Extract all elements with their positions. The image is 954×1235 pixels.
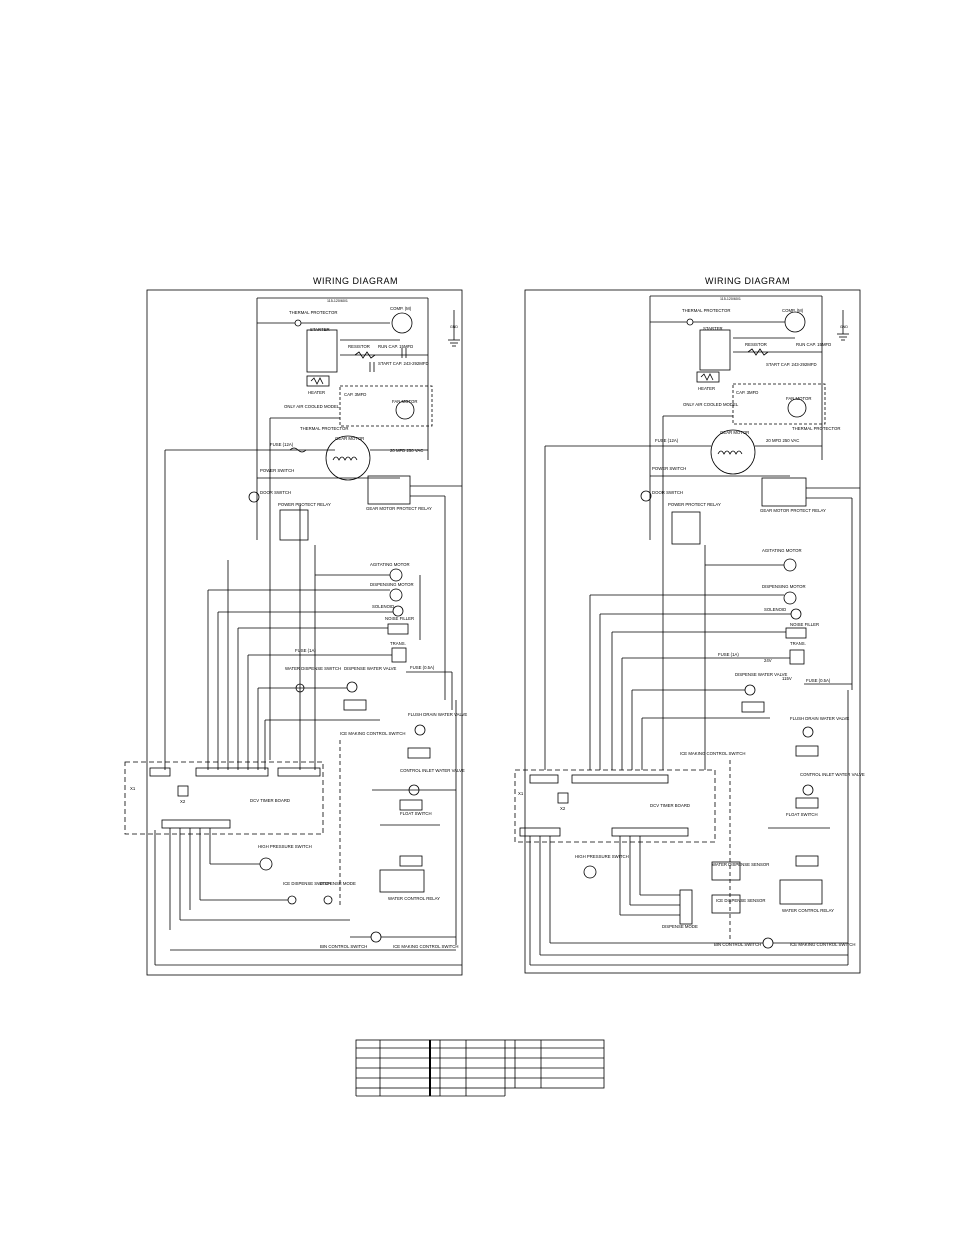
svg-text:POWER SWITCH: POWER SWITCH: [652, 466, 686, 471]
svg-text:SOLENOID: SOLENOID: [764, 607, 786, 612]
svg-text:HEATER: HEATER: [698, 386, 715, 391]
svg-text:FLUSH DRAIN WATER VALVE: FLUSH DRAIN WATER VALVE: [790, 716, 849, 721]
svg-text:ICE DISPENSE SWITCH: ICE DISPENSE SWITCH: [283, 881, 331, 886]
svg-text:STARTER: STARTER: [310, 327, 330, 332]
svg-text:COMP. (M): COMP. (M): [390, 306, 412, 311]
svg-text:STARTER: STARTER: [703, 326, 723, 331]
svg-text:FLUSH DRAIN WATER VALVE: FLUSH DRAIN WATER VALVE: [408, 712, 467, 717]
svg-text:DISPENSE MODE: DISPENSE MODE: [662, 924, 698, 929]
svg-text:FAN MOTOR: FAN MOTOR: [786, 396, 811, 401]
svg-text:HEATER: HEATER: [308, 390, 325, 395]
svg-text:GEAR MOTOR PROTECT RELAY: GEAR MOTOR PROTECT RELAY: [366, 506, 432, 511]
svg-text:X1: X1: [130, 786, 136, 791]
svg-text:POWER PROTECT RELAY: POWER PROTECT RELAY: [668, 502, 721, 507]
svg-text:RESISTOR: RESISTOR: [348, 344, 370, 349]
svg-text:FAN MOTOR: FAN MOTOR: [392, 399, 417, 404]
svg-text:ICE DISPENSE SENSOR: ICE DISPENSE SENSOR: [716, 898, 765, 903]
diagram-title-left: WIRING DIAGRAM: [313, 276, 398, 286]
svg-text:NOISE FILLER: NOISE FILLER: [790, 622, 819, 627]
svg-text:RUN CAP. 15MFD: RUN CAP. 15MFD: [796, 342, 831, 347]
svg-text:AGITATING MOTOR: AGITATING MOTOR: [762, 548, 802, 553]
svg-text:ONLY AIR COOLED MODEL: ONLY AIR COOLED MODEL: [284, 404, 340, 409]
svg-text:CONTROL INLET WATER VALVE: CONTROL INLET WATER VALVE: [400, 768, 465, 773]
voltage-label-right: 115-120/60/1: [720, 297, 741, 301]
svg-text:DISPENSE WATER VALVE: DISPENSE WATER VALVE: [735, 672, 788, 677]
svg-text:CAP. 3MFD: CAP. 3MFD: [736, 390, 758, 395]
svg-text:FUSE (1A): FUSE (1A): [295, 648, 316, 653]
svg-text:WATER CONTROL RELAY: WATER CONTROL RELAY: [388, 896, 440, 901]
svg-text:POWER PROTECT RELAY: POWER PROTECT RELAY: [278, 502, 331, 507]
svg-text:HIGH PRESSURE SWITCH: HIGH PRESSURE SWITCH: [258, 844, 312, 849]
svg-text:THERMAL PROTECTOR: THERMAL PROTECTOR: [792, 426, 840, 431]
wiring-diagram-right: WIRING DIAGRAM 115-120/60/1 GND THERMAL …: [514, 276, 865, 974]
svg-text:ONLY AIR COOLED MODEL: ONLY AIR COOLED MODEL: [683, 402, 739, 407]
svg-text:WATER DISPENSE SENSOR: WATER DISPENSE SENSOR: [712, 862, 769, 867]
svg-text:THERMAL PROTECTOR: THERMAL PROTECTOR: [682, 308, 730, 313]
svg-text:HIGH PRESSURE SWITCH: HIGH PRESSURE SWITCH: [575, 854, 629, 859]
svg-text:X1: X1: [518, 791, 524, 796]
svg-text:DISPENSE MODE: DISPENSE MODE: [320, 881, 356, 886]
svg-text:COMP. (M): COMP. (M): [782, 308, 804, 313]
svg-text:START CAP. 243-292MFD: START CAP. 243-292MFD: [378, 361, 429, 366]
svg-text:SOLENOID: SOLENOID: [372, 604, 394, 609]
legend-table: [355, 1039, 605, 1097]
svg-text:POWER SWITCH: POWER SWITCH: [260, 468, 294, 473]
svg-text:DOOR SWITCH: DOOR SWITCH: [260, 490, 291, 495]
svg-text:GEAR MOTOR: GEAR MOTOR: [335, 436, 364, 441]
board-label-left: DCV TIMER BOARD: [250, 798, 290, 803]
wiring-diagram-left: WIRING DIAGRAM 115-120/60/1 GND THERMAL …: [124, 276, 467, 976]
svg-text:BIN CONTROL SWITCH: BIN CONTROL SWITCH: [320, 944, 367, 949]
diagram-title-right: WIRING DIAGRAM: [705, 276, 790, 286]
svg-text:FLOAT SWITCH: FLOAT SWITCH: [400, 811, 432, 816]
svg-text:DISPENSING MOTOR: DISPENSING MOTOR: [762, 584, 806, 589]
svg-text:THERMAL PROTECTOR: THERMAL PROTECTOR: [300, 426, 348, 431]
svg-text:ICE MAKING CONTROL SWITCH: ICE MAKING CONTROL SWITCH: [680, 751, 746, 756]
svg-text:115V: 115V: [782, 676, 792, 681]
thermal-protector-label: THERMAL PROTECTOR: [289, 310, 337, 315]
svg-text:DISPENSING MOTOR: DISPENSING MOTOR: [370, 582, 414, 587]
svg-text:20 MFD 250 VAC: 20 MFD 250 VAC: [390, 448, 423, 453]
svg-text:ICE MAKING CONTROL SWITCH: ICE MAKING CONTROL SWITCH: [393, 944, 459, 949]
svg-text:BIN CONTROL SWITCH: BIN CONTROL SWITCH: [714, 942, 761, 947]
svg-text:FUSE (1A): FUSE (1A): [718, 652, 739, 657]
svg-text:RESISTOR: RESISTOR: [745, 342, 767, 347]
svg-text:FUSE (0.5A): FUSE (0.5A): [410, 665, 435, 670]
svg-text:START CAP. 243-292MFD: START CAP. 243-292MFD: [766, 362, 817, 367]
svg-text:WATER DISPENSE SWITCH: WATER DISPENSE SWITCH: [285, 666, 341, 671]
svg-text:TRANS.: TRANS.: [790, 641, 806, 646]
voltage-label-left: 115-120/60/1: [327, 299, 348, 303]
svg-text:WATER CONTROL RELAY: WATER CONTROL RELAY: [782, 908, 834, 913]
svg-text:CONTROL INLET WATER VALVE: CONTROL INLET WATER VALVE: [800, 772, 865, 777]
svg-text:ICE MAKING CONTROL SWITCH: ICE MAKING CONTROL SWITCH: [340, 731, 406, 736]
svg-text:FUSE (12A): FUSE (12A): [655, 438, 679, 443]
svg-text:FLOAT SWITCH: FLOAT SWITCH: [786, 812, 818, 817]
svg-text:RUN CAP. 15MFD: RUN CAP. 15MFD: [378, 344, 413, 349]
svg-text:DOOR SWITCH: DOOR SWITCH: [652, 490, 683, 495]
svg-text:X2: X2: [180, 799, 186, 804]
svg-text:CAP. 3MFD: CAP. 3MFD: [344, 392, 366, 397]
board-label-right: DCV TIMER BOARD: [650, 803, 690, 808]
svg-text:GEAR MOTOR: GEAR MOTOR: [720, 430, 749, 435]
svg-text:FUSE (12A): FUSE (12A): [270, 442, 294, 447]
svg-text:NOISE FILLER: NOISE FILLER: [385, 616, 414, 621]
gnd-label-right: GND: [840, 325, 848, 329]
svg-text:20 MFD 250 VAC: 20 MFD 250 VAC: [766, 438, 799, 443]
svg-text:TRANS.: TRANS.: [390, 641, 406, 646]
svg-text:DISPENSE WATER VALVE: DISPENSE WATER VALVE: [344, 666, 397, 671]
svg-text:X2: X2: [560, 806, 566, 811]
svg-text:AGITATING MOTOR: AGITATING MOTOR: [370, 562, 410, 567]
svg-text:GEAR MOTOR PROTECT RELAY: GEAR MOTOR PROTECT RELAY: [760, 508, 826, 513]
svg-text:ICE MAKING CONTROL SWITCH: ICE MAKING CONTROL SWITCH: [790, 942, 856, 947]
svg-text:24V: 24V: [764, 658, 772, 663]
svg-text:FUSE (0.5A): FUSE (0.5A): [806, 678, 831, 683]
